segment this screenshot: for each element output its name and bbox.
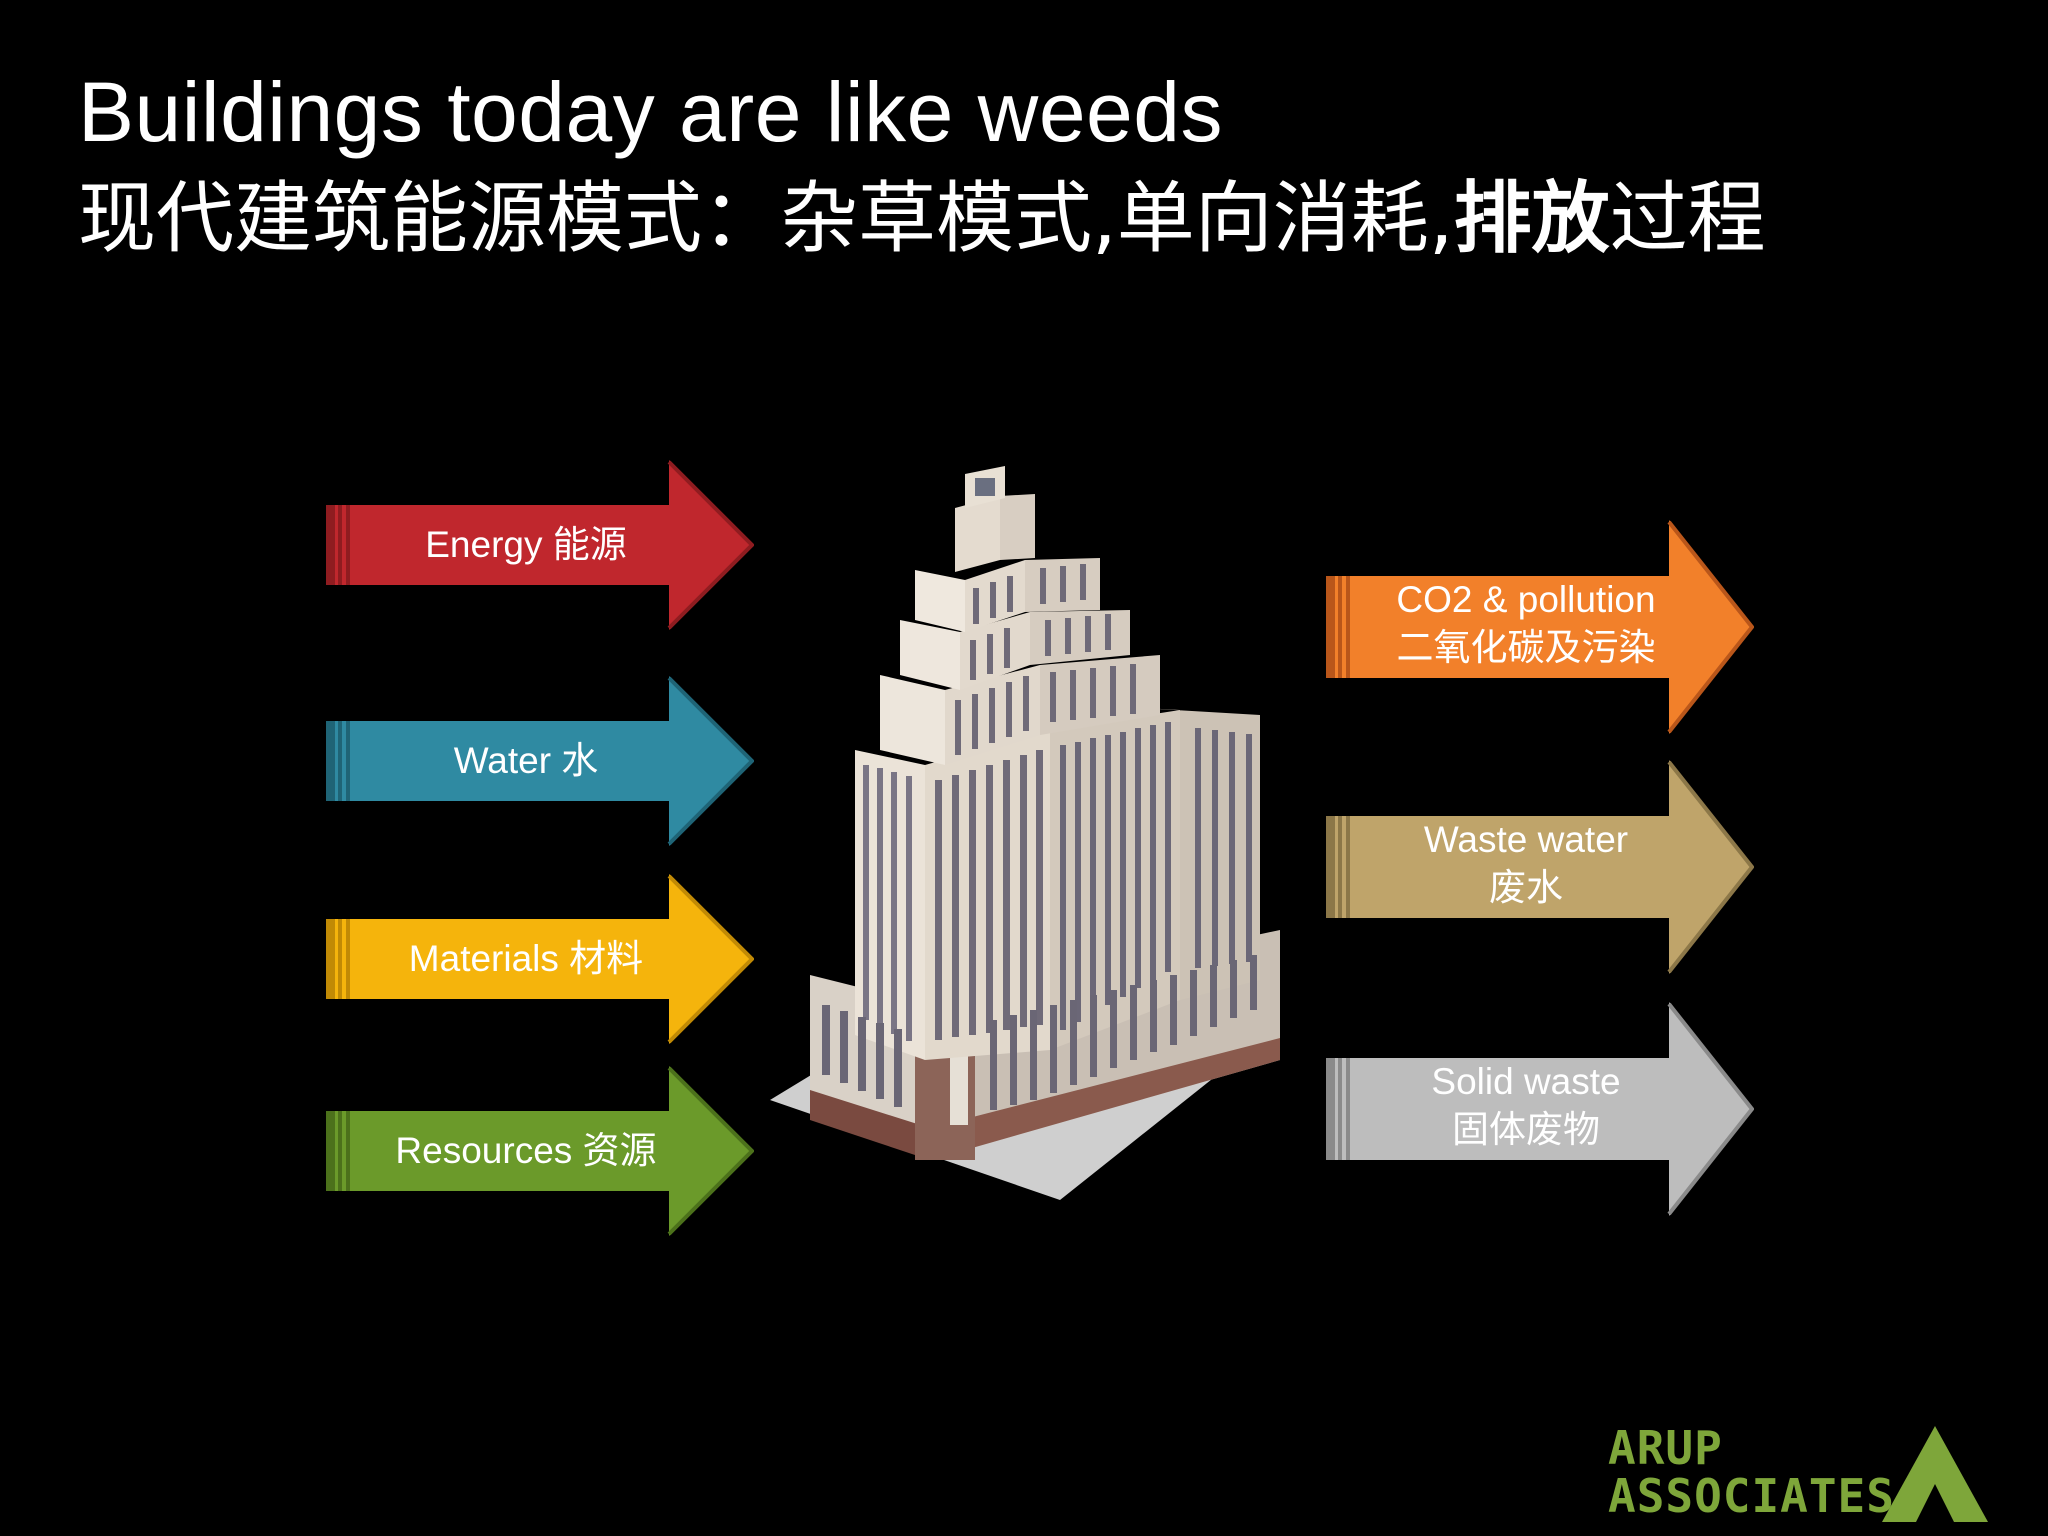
building-illustration — [760, 460, 1300, 1220]
output-arrow-waste-water-shape — [1326, 760, 1754, 974]
input-arrow-materials-shape — [326, 874, 754, 1044]
output-label-solid-waste-en: Solid waste — [1431, 1061, 1621, 1102]
output-arrow-solid-waste-shape — [1326, 1002, 1754, 1216]
output-arrow-solid-waste: Solid waste 固体废物 — [1326, 1002, 1754, 1216]
logo-triangle-icon — [1882, 1426, 1988, 1522]
slide-title-english: Buildings today are like weeds — [78, 65, 1223, 159]
input-arrow-water: Water 水 — [326, 676, 754, 846]
output-label-co2-en: CO2 & pollution — [1396, 579, 1656, 620]
input-arrow-energy: Energy 能源 — [326, 460, 754, 630]
logo-wordmark: ARUP ASSOCIATES — [1608, 1424, 1895, 1520]
input-arrow-materials: Materials 材料 — [326, 874, 754, 1044]
input-label-resources: Resources 资源 — [395, 1130, 657, 1171]
output-label-solid-waste: Solid waste 固体废物 — [1356, 1058, 1696, 1154]
input-arrow-resources-shape — [326, 1066, 754, 1236]
output-label-waste-water-en: Waste water — [1423, 819, 1629, 860]
logo-line1: ARUP — [1608, 1421, 1723, 1475]
output-label-co2-zh: 二氧化碳及污染 — [1396, 627, 1656, 668]
title-zh-part1: 现代建筑能源模式：杂草模式,单向消耗, — [78, 174, 1454, 264]
input-arrow-energy-shape — [326, 460, 754, 630]
output-arrow-waste-water: Waste water 废水 — [1326, 760, 1754, 974]
input-label-energy: Energy 能源 — [425, 524, 627, 565]
title-zh-part2: 过程 — [1609, 174, 1766, 264]
input-arrow-water-shape — [326, 676, 754, 846]
input-label-materials: Materials 材料 — [408, 938, 644, 979]
input-label-water: Water 水 — [453, 740, 599, 781]
output-label-solid-waste-zh: 固体废物 — [1452, 1109, 1600, 1150]
output-label-waste-water: Waste water 废水 — [1356, 816, 1696, 912]
input-arrow-resources: Resources 资源 — [326, 1066, 754, 1236]
output-label-co2: CO2 & pollution 二氧化碳及污染 — [1356, 576, 1696, 672]
arup-associates-logo: ARUP ASSOCIATES — [1608, 1424, 1998, 1524]
output-arrow-co2: CO2 & pollution 二氧化碳及污染 — [1326, 520, 1754, 734]
logo-line2: ASSOCIATES — [1608, 1469, 1895, 1523]
title-zh-bold: 排放 — [1453, 174, 1610, 264]
output-arrow-co2-shape — [1326, 520, 1754, 734]
slide-title-chinese: 现代建筑能源模式：杂草模式,单向消耗,排放过程 — [78, 172, 1766, 266]
output-label-waste-water-zh: 废水 — [1489, 867, 1563, 908]
